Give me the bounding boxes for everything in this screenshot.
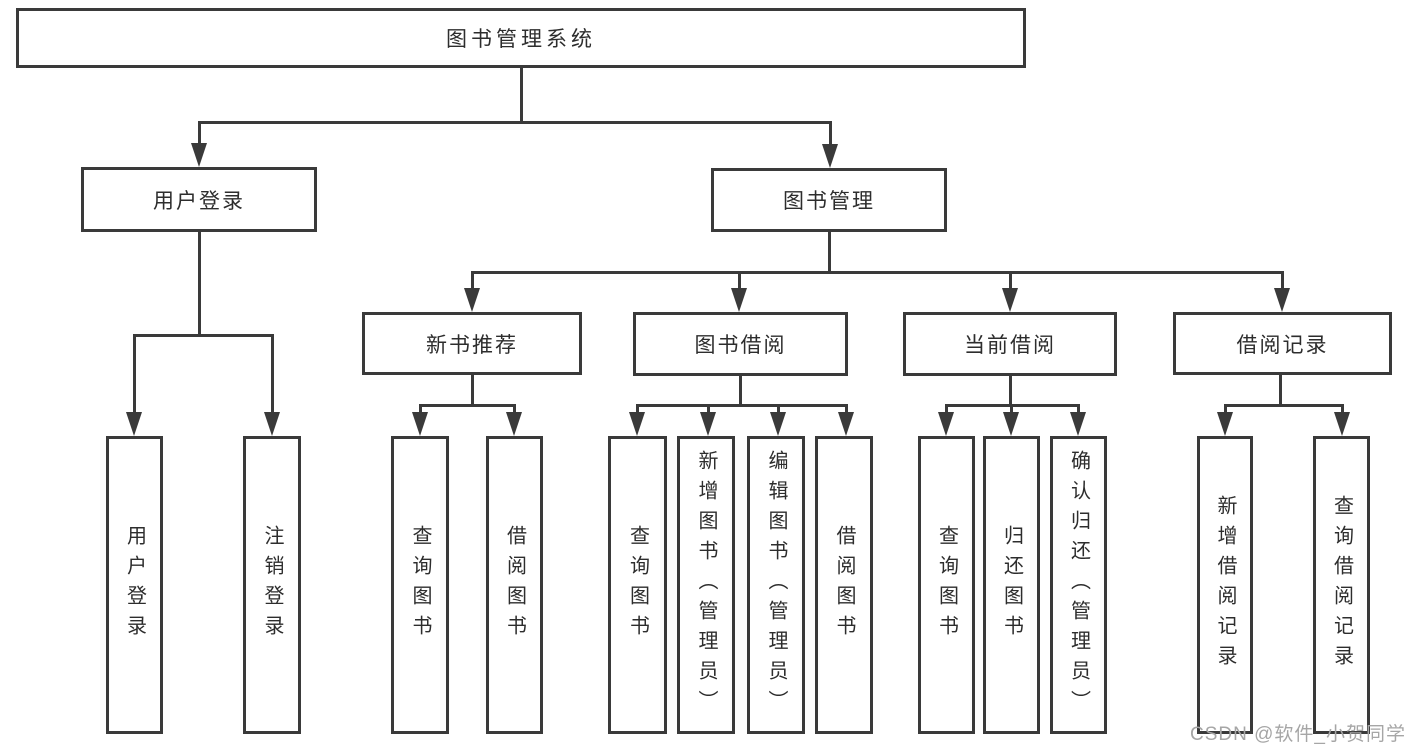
leaf-query-books-1: 查询图书 (391, 436, 449, 734)
arrow-to-current-borrow (1002, 288, 1018, 312)
leaf-query-borrow-record: 查询借阅记录 (1313, 436, 1370, 734)
connector-root-right-shaft (828, 121, 832, 145)
arrow-to-leaf-query-record (1334, 412, 1350, 436)
connector-bm-shaft-1 (470, 271, 474, 289)
connector-root-left-shaft (197, 121, 201, 144)
node-new-book-recommend: 新书推荐 (362, 312, 582, 375)
arrow-to-new-book-recommend (464, 288, 480, 312)
connector-borrow-drop (738, 376, 742, 406)
leaf-add-borrow-record: 新增借阅记录 (1197, 436, 1253, 734)
connector-br-shaft-2 (1340, 404, 1344, 413)
connector-nr-shaft-2 (512, 404, 516, 413)
arrow-to-leaf-query-books-3 (938, 412, 954, 436)
node-book-borrow: 图书借阅 (633, 312, 848, 376)
connector-current-drop (1008, 376, 1012, 406)
connector-book-mgmt-bar (470, 271, 1284, 274)
arrow-to-leaf-user-login (126, 412, 142, 436)
connector-cb-shaft-2 (1009, 404, 1013, 413)
node-library-system: 图书管理系统 (16, 8, 1026, 68)
leaf-query-books-3: 查询图书 (918, 436, 975, 734)
arrow-to-book-borrow (731, 288, 747, 312)
connector-bm-shaft-3 (1008, 271, 1012, 289)
connector-new-rec-bar (418, 404, 516, 407)
leaf-edit-book-admin: 编辑图书（管理员） (747, 436, 805, 734)
leaf-user-login: 用户登录 (106, 436, 163, 734)
node-borrow-records: 借阅记录 (1173, 312, 1392, 375)
leaf-query-books-2: 查询图书 (608, 436, 667, 734)
node-current-borrow: 当前借阅 (903, 312, 1117, 376)
leaf-add-book-admin: 新增图书（管理员） (677, 436, 735, 734)
arrow-to-leaf-borrow-books-1 (506, 412, 522, 436)
connector-bb-shaft-1 (635, 404, 639, 413)
connector-bb-shaft-2 (706, 404, 710, 413)
connector-book-mgmt-drop (827, 232, 831, 273)
connector-cb-shaft-1 (944, 404, 948, 413)
connector-user-login-shaft-2 (270, 334, 274, 413)
arrow-to-leaf-query-books-1 (412, 412, 428, 436)
arrow-to-leaf-add-book (700, 412, 716, 436)
leaf-return-book: 归还图书 (983, 436, 1040, 734)
arrow-to-book-management (822, 144, 838, 168)
arrow-to-leaf-return-book (1003, 412, 1019, 436)
arrow-to-user-login (191, 143, 207, 167)
connector-bm-shaft-2 (737, 271, 741, 289)
connector-bm-shaft-4 (1280, 271, 1284, 289)
connector-user-login-drop (197, 232, 201, 335)
connector-nr-shaft-1 (418, 404, 422, 413)
arrow-to-borrow-records (1274, 288, 1290, 312)
connector-root-bar (197, 121, 832, 124)
connector-bb-shaft-4 (844, 404, 848, 413)
node-user-login: 用户登录 (81, 167, 317, 232)
watermark-text: CSDN @软件_小贺同学 (1190, 724, 1405, 745)
leaf-borrow-books-2: 借阅图书 (815, 436, 873, 734)
arrow-to-leaf-confirm-return (1070, 412, 1086, 436)
arrow-to-leaf-logout (264, 412, 280, 436)
connector-borrow-bar (635, 404, 848, 407)
arrow-to-leaf-edit-book (770, 412, 786, 436)
connector-records-drop (1278, 375, 1282, 406)
connector-new-rec-drop (470, 375, 474, 406)
arrow-to-leaf-borrow-books-2 (838, 412, 854, 436)
connector-records-bar (1223, 404, 1344, 407)
leaf-confirm-return-admin: 确认归还（管理员） (1050, 436, 1107, 734)
node-book-management: 图书管理 (711, 168, 947, 232)
connector-user-login-bar (132, 334, 274, 337)
leaf-logout: 注销登录 (243, 436, 301, 734)
connector-cb-shaft-3 (1076, 404, 1080, 413)
arrow-to-leaf-add-record (1217, 412, 1233, 436)
connector-root-drop (519, 68, 523, 121)
connector-bb-shaft-3 (776, 404, 780, 413)
leaf-borrow-books-1: 借阅图书 (486, 436, 543, 734)
connector-user-login-shaft-1 (132, 334, 136, 413)
connector-br-shaft-1 (1223, 404, 1227, 413)
arrow-to-leaf-query-books-2 (629, 412, 645, 436)
